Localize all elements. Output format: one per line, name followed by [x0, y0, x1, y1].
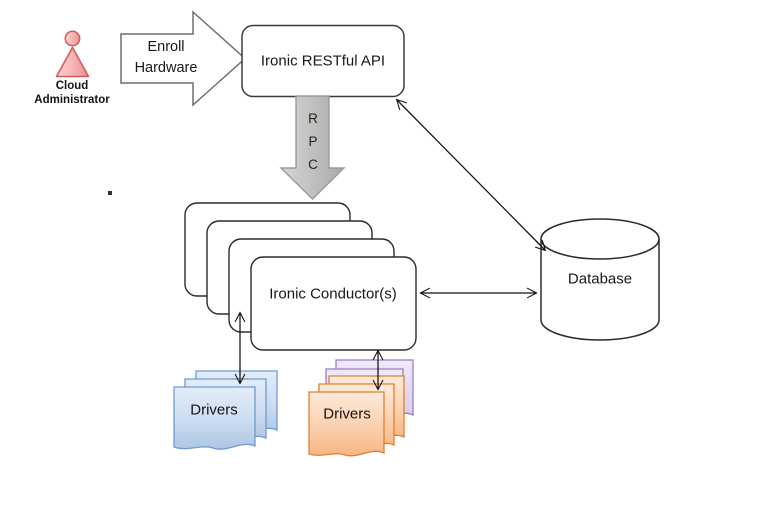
- orange-sheet-front: [308, 391, 385, 457]
- blue-sheet-front: [173, 386, 256, 450]
- stray-dot-artifact: [108, 191, 112, 195]
- rpc-block-arrow-icon: [279, 95, 346, 200]
- database-cylinder-icon: [540, 218, 660, 341]
- connector-api-to-database: [397, 100, 545, 250]
- ironic-restful-api-box: [241, 24, 405, 98]
- drivers-orange-document-stack: [308, 359, 414, 457]
- cloud-administrator-actor-icon: [55, 30, 90, 78]
- enroll-hardware-block-arrow-icon: [120, 10, 247, 107]
- conductor-card-front: [250, 256, 417, 351]
- drivers-blue-document-stack: [173, 370, 278, 450]
- ironic-conductor-stack: [184, 202, 417, 351]
